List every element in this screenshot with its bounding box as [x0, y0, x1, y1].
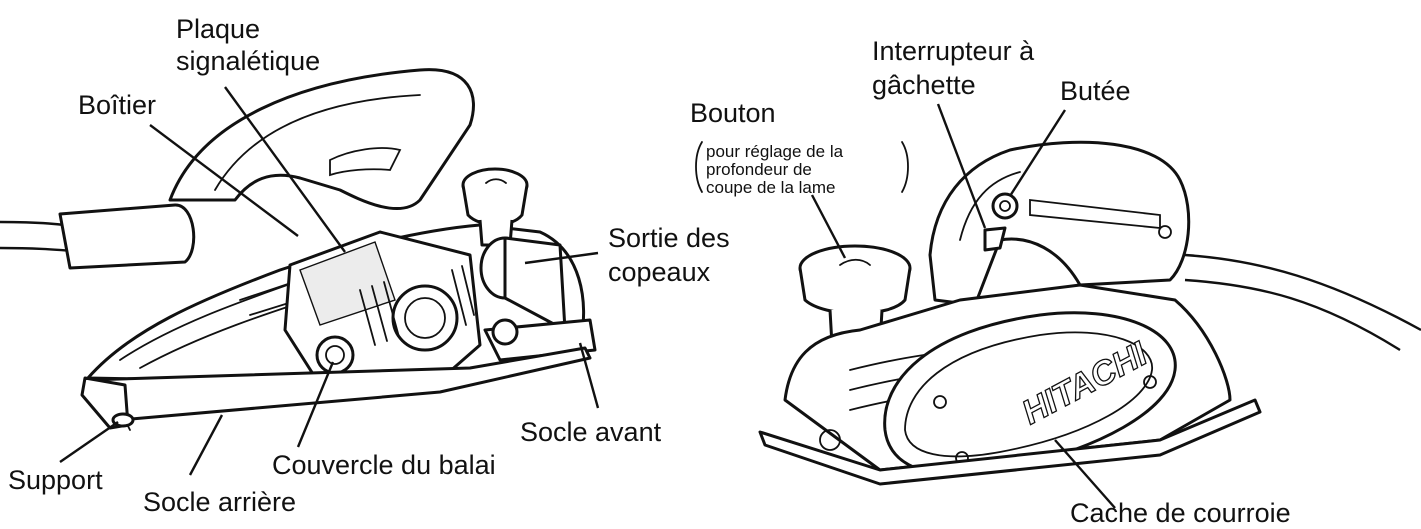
label-plaque-signaletique-line1: Plaque — [176, 14, 260, 44]
electric-planer-right-side-icon: HITACHI — [758, 140, 1421, 486]
electric-planer-left-side-icon — [0, 68, 597, 431]
label-sortie-copeaux-line1: Sortie des — [608, 223, 730, 253]
label-socle-arriere: Socle arrière — [143, 487, 296, 517]
label-bouton-note-line2: profondeur de — [706, 160, 812, 179]
label-boitier: Boîtier — [78, 90, 156, 120]
label-couvercle-balai: Couvercle du balai — [272, 450, 496, 480]
label-plaque-signaletique-line2: signalétique — [176, 46, 320, 76]
label-bouton: Bouton — [690, 98, 776, 128]
label-socle-avant: Socle avant — [520, 417, 662, 447]
label-sortie-copeaux-line2: copeaux — [608, 257, 711, 287]
label-interrupteur-line2: gâchette — [872, 70, 976, 100]
label-bouton-note-line1: pour réglage de la — [706, 142, 844, 161]
label-support: Support — [8, 465, 103, 495]
label-butee: Butée — [1060, 76, 1131, 106]
label-interrupteur-line1: Interrupteur à — [872, 36, 1035, 66]
label-cache-courroie: Cache de courroie — [1070, 498, 1291, 528]
label-bouton-note-line3: coupe de la lame — [706, 178, 835, 197]
